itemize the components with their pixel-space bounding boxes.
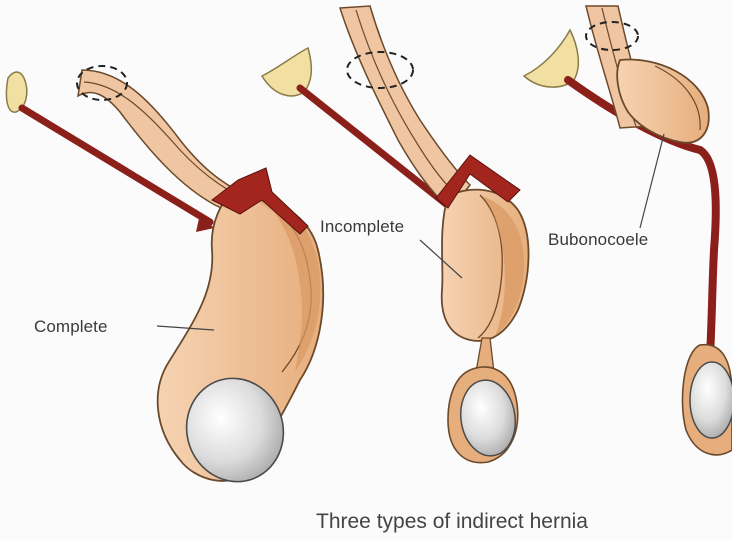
- label-incomplete: Incomplete: [320, 218, 404, 235]
- bubonocoele-leader: [640, 134, 664, 228]
- label-bubonocoele: Bubonocoele: [548, 231, 648, 248]
- bubonocoele-sac: [617, 60, 709, 143]
- testis: [690, 362, 732, 438]
- complete-hernia-figure: [6, 66, 323, 494]
- label-complete: Complete: [34, 318, 108, 335]
- figure-caption: Three types of indirect hernia: [316, 510, 588, 534]
